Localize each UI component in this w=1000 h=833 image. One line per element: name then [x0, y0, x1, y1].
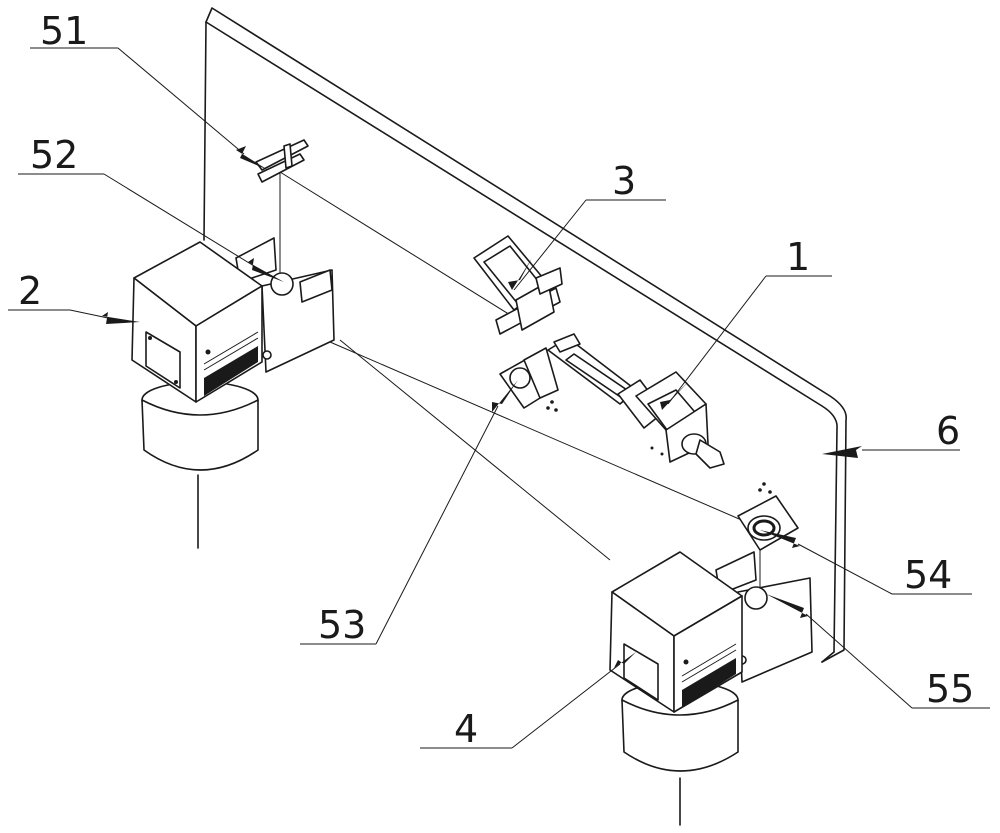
leader-3-diag	[513, 199, 587, 291]
actuator-1	[547, 333, 725, 469]
laser-unit-right	[609, 551, 813, 826]
label-3: 3	[612, 159, 636, 203]
arrow-51	[236, 146, 268, 170]
gripper-3	[473, 235, 563, 335]
arrow-53	[492, 380, 518, 412]
label-52: 52	[30, 133, 78, 177]
label-1: 1	[786, 235, 810, 279]
label-55: 55	[926, 667, 974, 711]
leader-55-diag	[805, 613, 913, 709]
leader-4-diag	[511, 663, 621, 749]
reflector-mount-53	[499, 347, 559, 412]
label-51: 51	[40, 9, 88, 53]
arrow-2	[102, 312, 140, 324]
mirror-mount-51	[255, 139, 309, 183]
back-plate	[203, 7, 847, 663]
leader-53-diag	[375, 405, 499, 645]
arrow-54	[760, 530, 800, 548]
arrow-52	[248, 258, 284, 282]
leader-51-diag	[117, 47, 245, 155]
leader-lines	[8, 47, 990, 749]
leader-52-diag	[103, 173, 255, 267]
part-labels: 51 52 3 2 1 6 53 54 4 55	[18, 9, 974, 751]
label-2: 2	[18, 269, 42, 313]
label-54: 54	[904, 553, 952, 597]
arrow-6	[822, 446, 862, 458]
label-53: 53	[318, 603, 366, 647]
arrow-3	[508, 258, 532, 290]
arrow-55	[766, 594, 808, 618]
label-6: 6	[936, 409, 960, 453]
leader-1-diag	[667, 275, 767, 405]
leader-2-diag	[69, 309, 109, 319]
laser-unit-left	[131, 237, 335, 549]
label-4: 4	[454, 707, 478, 751]
leader-54-diag	[797, 543, 893, 595]
